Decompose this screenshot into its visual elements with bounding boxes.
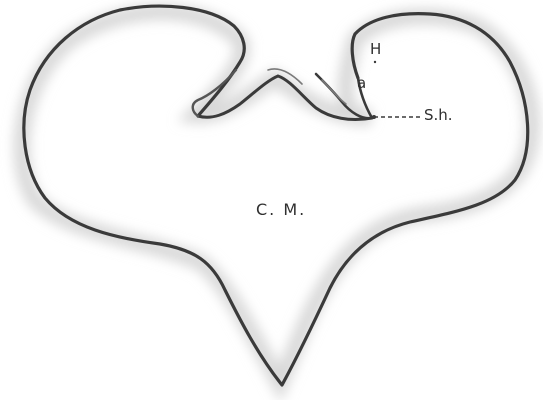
label-sh: S.h.	[424, 108, 453, 123]
heart-outer-wall	[24, 6, 528, 385]
sh-leader-dot	[372, 115, 376, 119]
h-dot	[374, 61, 376, 63]
label-h: H	[370, 42, 381, 57]
label-center: C. M.	[256, 202, 306, 218]
label-a: a	[357, 76, 366, 91]
outer-shading	[22, 12, 532, 384]
